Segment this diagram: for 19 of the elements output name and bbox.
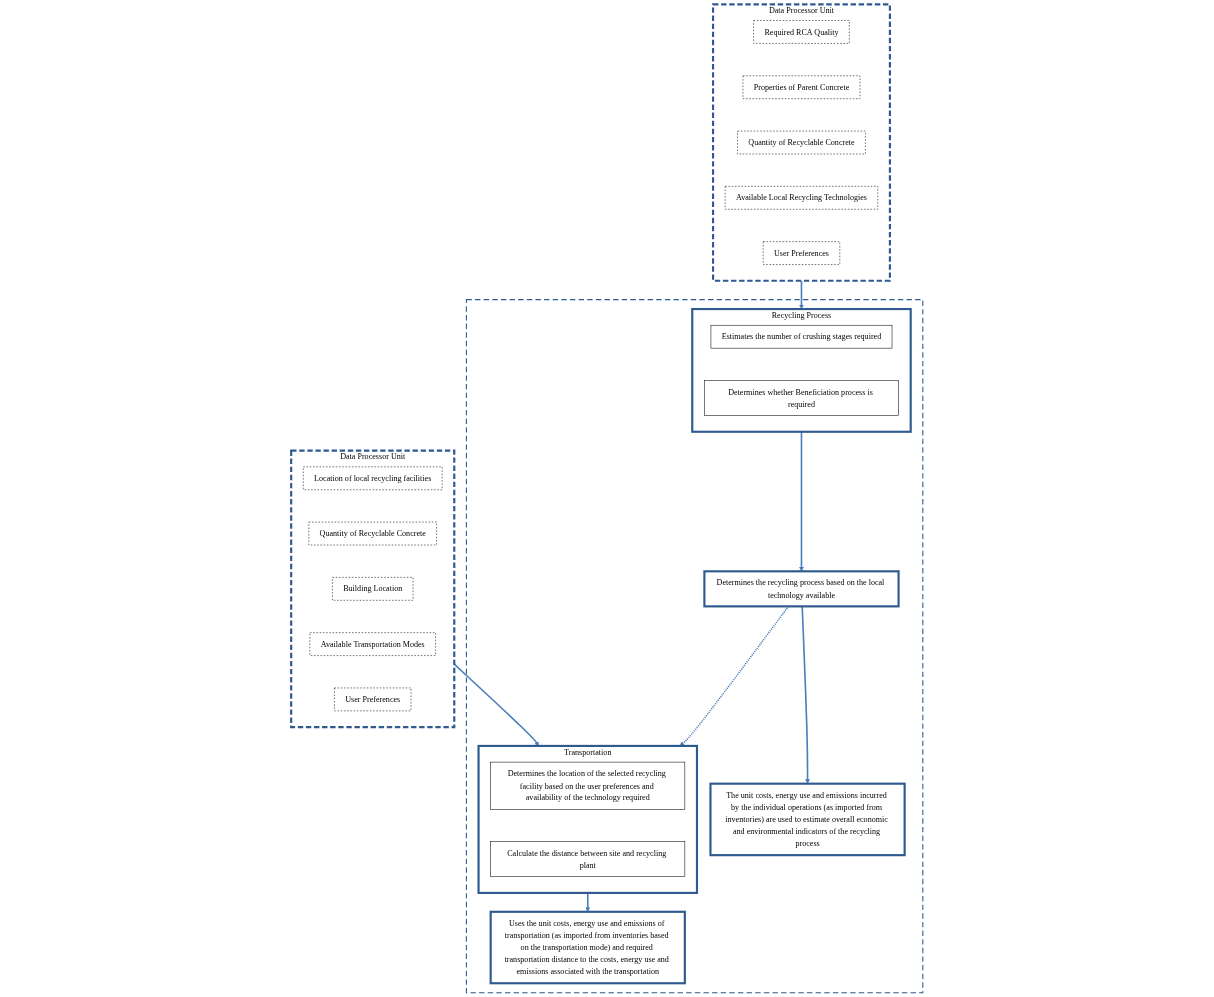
node-box: Required RCA Quality — [753, 20, 850, 44]
node-box: Properties of Parent Concrete — [742, 75, 861, 99]
node-box: Determines whether Beneficiation process is required — [704, 380, 899, 416]
node-box: User Preferences — [762, 241, 841, 265]
node-box: Location of local recycling facilities — [303, 466, 443, 490]
node-box: Determines the location of the selected recycling facility based on the user preferences and availability of the technology required — [490, 761, 686, 810]
node-box: Available Local Recycling Technologies — [724, 186, 879, 210]
node-box: Determines the recycling process based on the local technology available — [703, 570, 900, 608]
node-box: Quantity of Recyclable Concrete — [308, 521, 437, 546]
node-box: Calculate the distance between site and recycling plant — [490, 841, 686, 877]
node-box: Available Transportation Modes — [309, 632, 436, 656]
node-box: Quantity of Recyclable Concrete — [737, 130, 866, 155]
node-box: The unit costs, energy use and emissions incurred by the individual operations (as imported from inventories) are used to estimate overall economic and environmental indicators of the recycling process — [709, 782, 906, 857]
node-box: User Preferences — [334, 687, 412, 712]
cluster — [465, 299, 924, 994]
arrow — [585, 892, 591, 912]
node-box: Uses the unit costs, energy use and emissions of transportation (as imported from inventories based on the transportation mode) and required transportation distance to the costs, energy use and emissions associated with the transportation — [489, 910, 686, 985]
node-box: Building Location — [332, 577, 414, 601]
node-box: Estimates the number of crushing stages required — [710, 324, 893, 349]
